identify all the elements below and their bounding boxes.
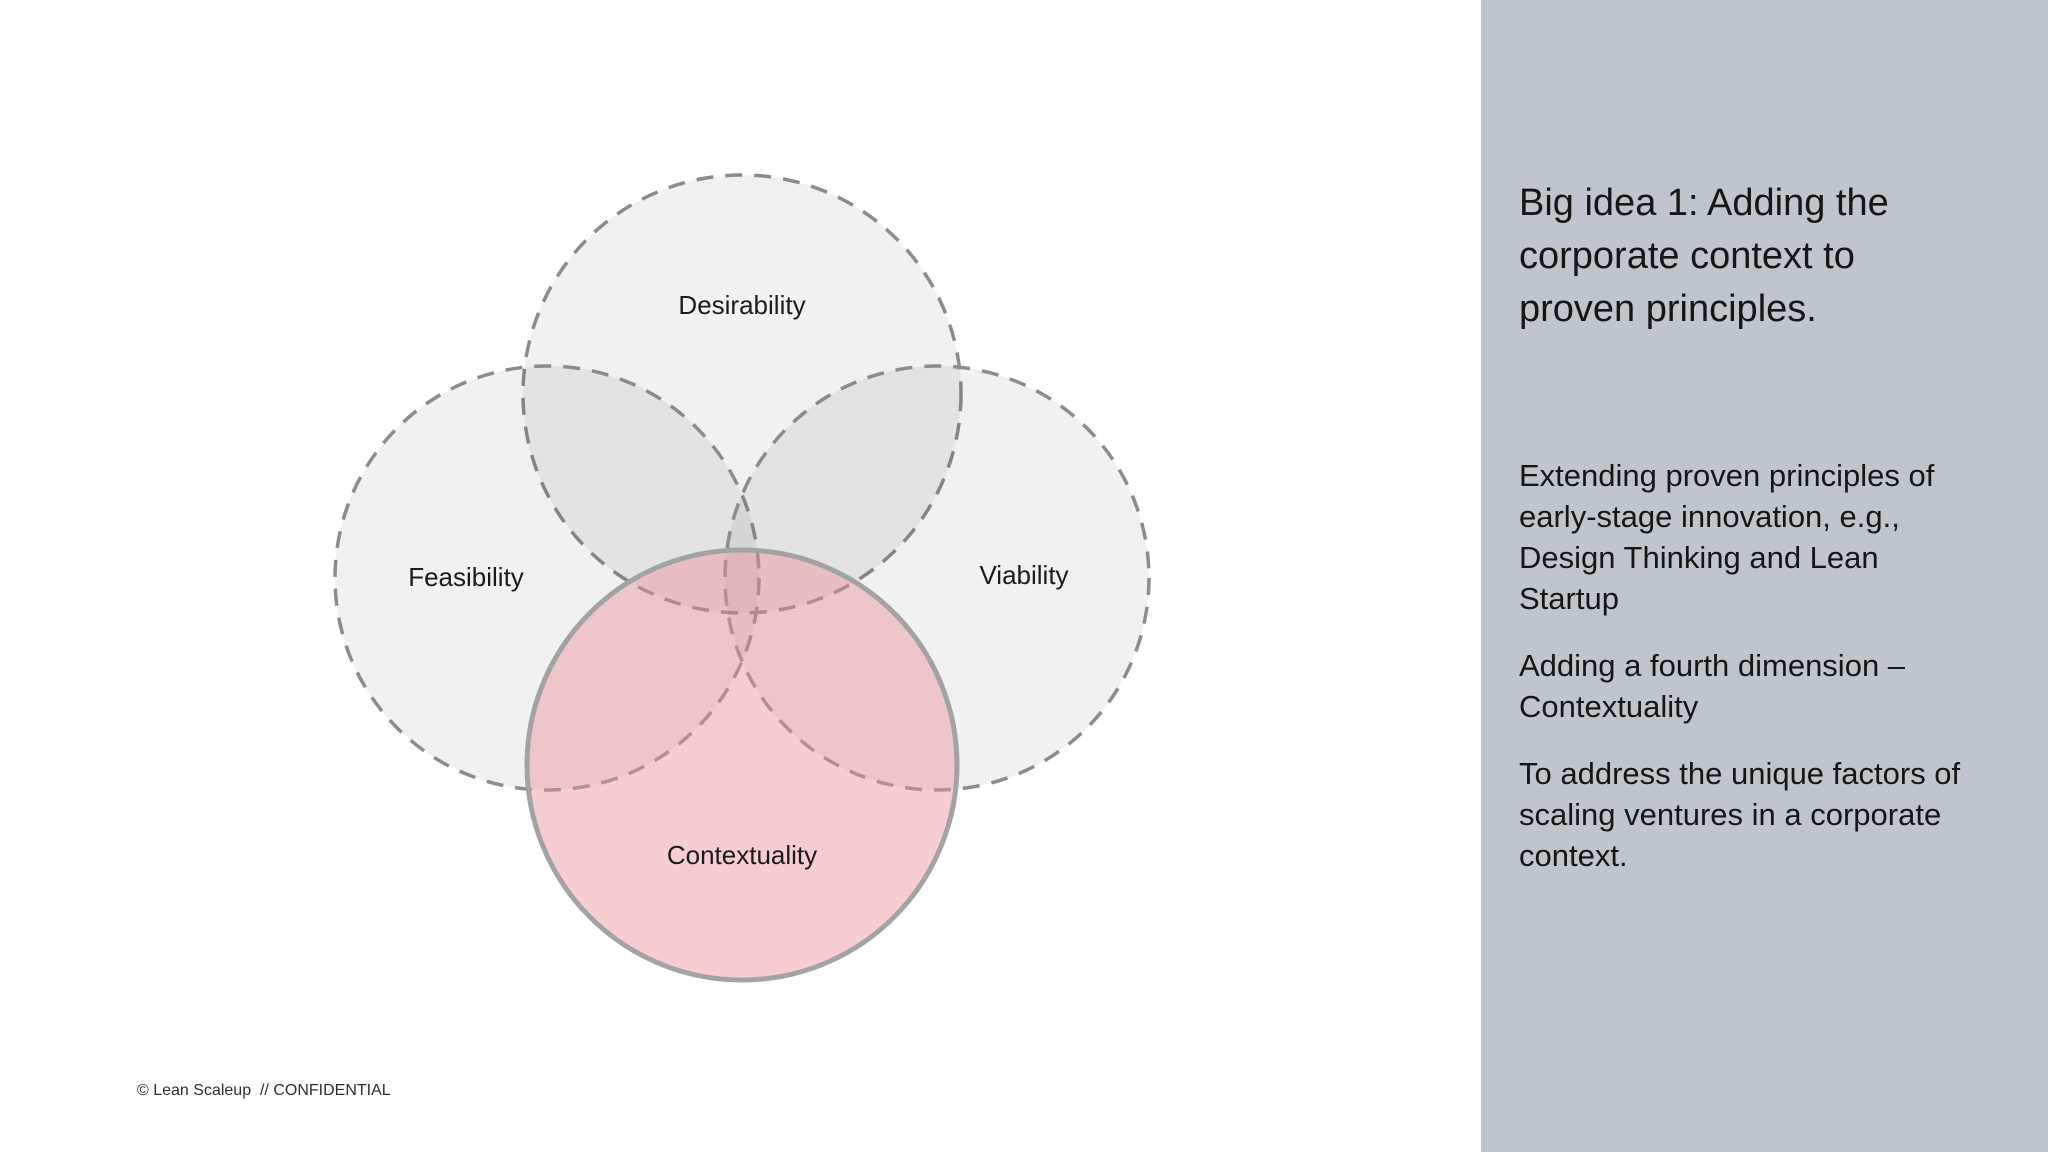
sidebar-title: Big idea 1: Adding the corporate context… (1519, 182, 1889, 330)
sidebar-panel: Big idea 1: Adding the corporate context… (1481, 0, 2048, 1152)
sidebar-body: Extending proven principles of early-sta… (1519, 455, 1967, 876)
sidebar-paragraph-extending: Extending proven principles of early-sta… (1519, 458, 1935, 616)
venn-diagram: Desirability Feasibility Viability Conte… (333, 173, 1151, 983)
venn-label-contextuality: Contextuality (667, 840, 817, 870)
venn-label-viability: Viability (979, 560, 1068, 590)
footer-confidential-notice: © Lean Scaleup // CONFIDENTIAL (137, 1082, 391, 1099)
sidebar-paragraph-fourth-dimension: Adding a fourth dimension – Contextualit… (1519, 648, 1906, 724)
venn-circle-contextuality (524, 547, 960, 983)
sidebar-paragraph-address-factors: To address the unique factors of scaling… (1519, 756, 1961, 873)
venn-label-desirability: Desirability (678, 290, 805, 320)
venn-label-feasibility: Feasibility (408, 562, 524, 592)
venn-circle-desirability (521, 173, 963, 615)
venn-svg: Desirability Feasibility Viability Conte… (333, 173, 1151, 983)
venn-circle-viability (723, 364, 1151, 792)
venn-circle-feasibility (333, 364, 761, 792)
